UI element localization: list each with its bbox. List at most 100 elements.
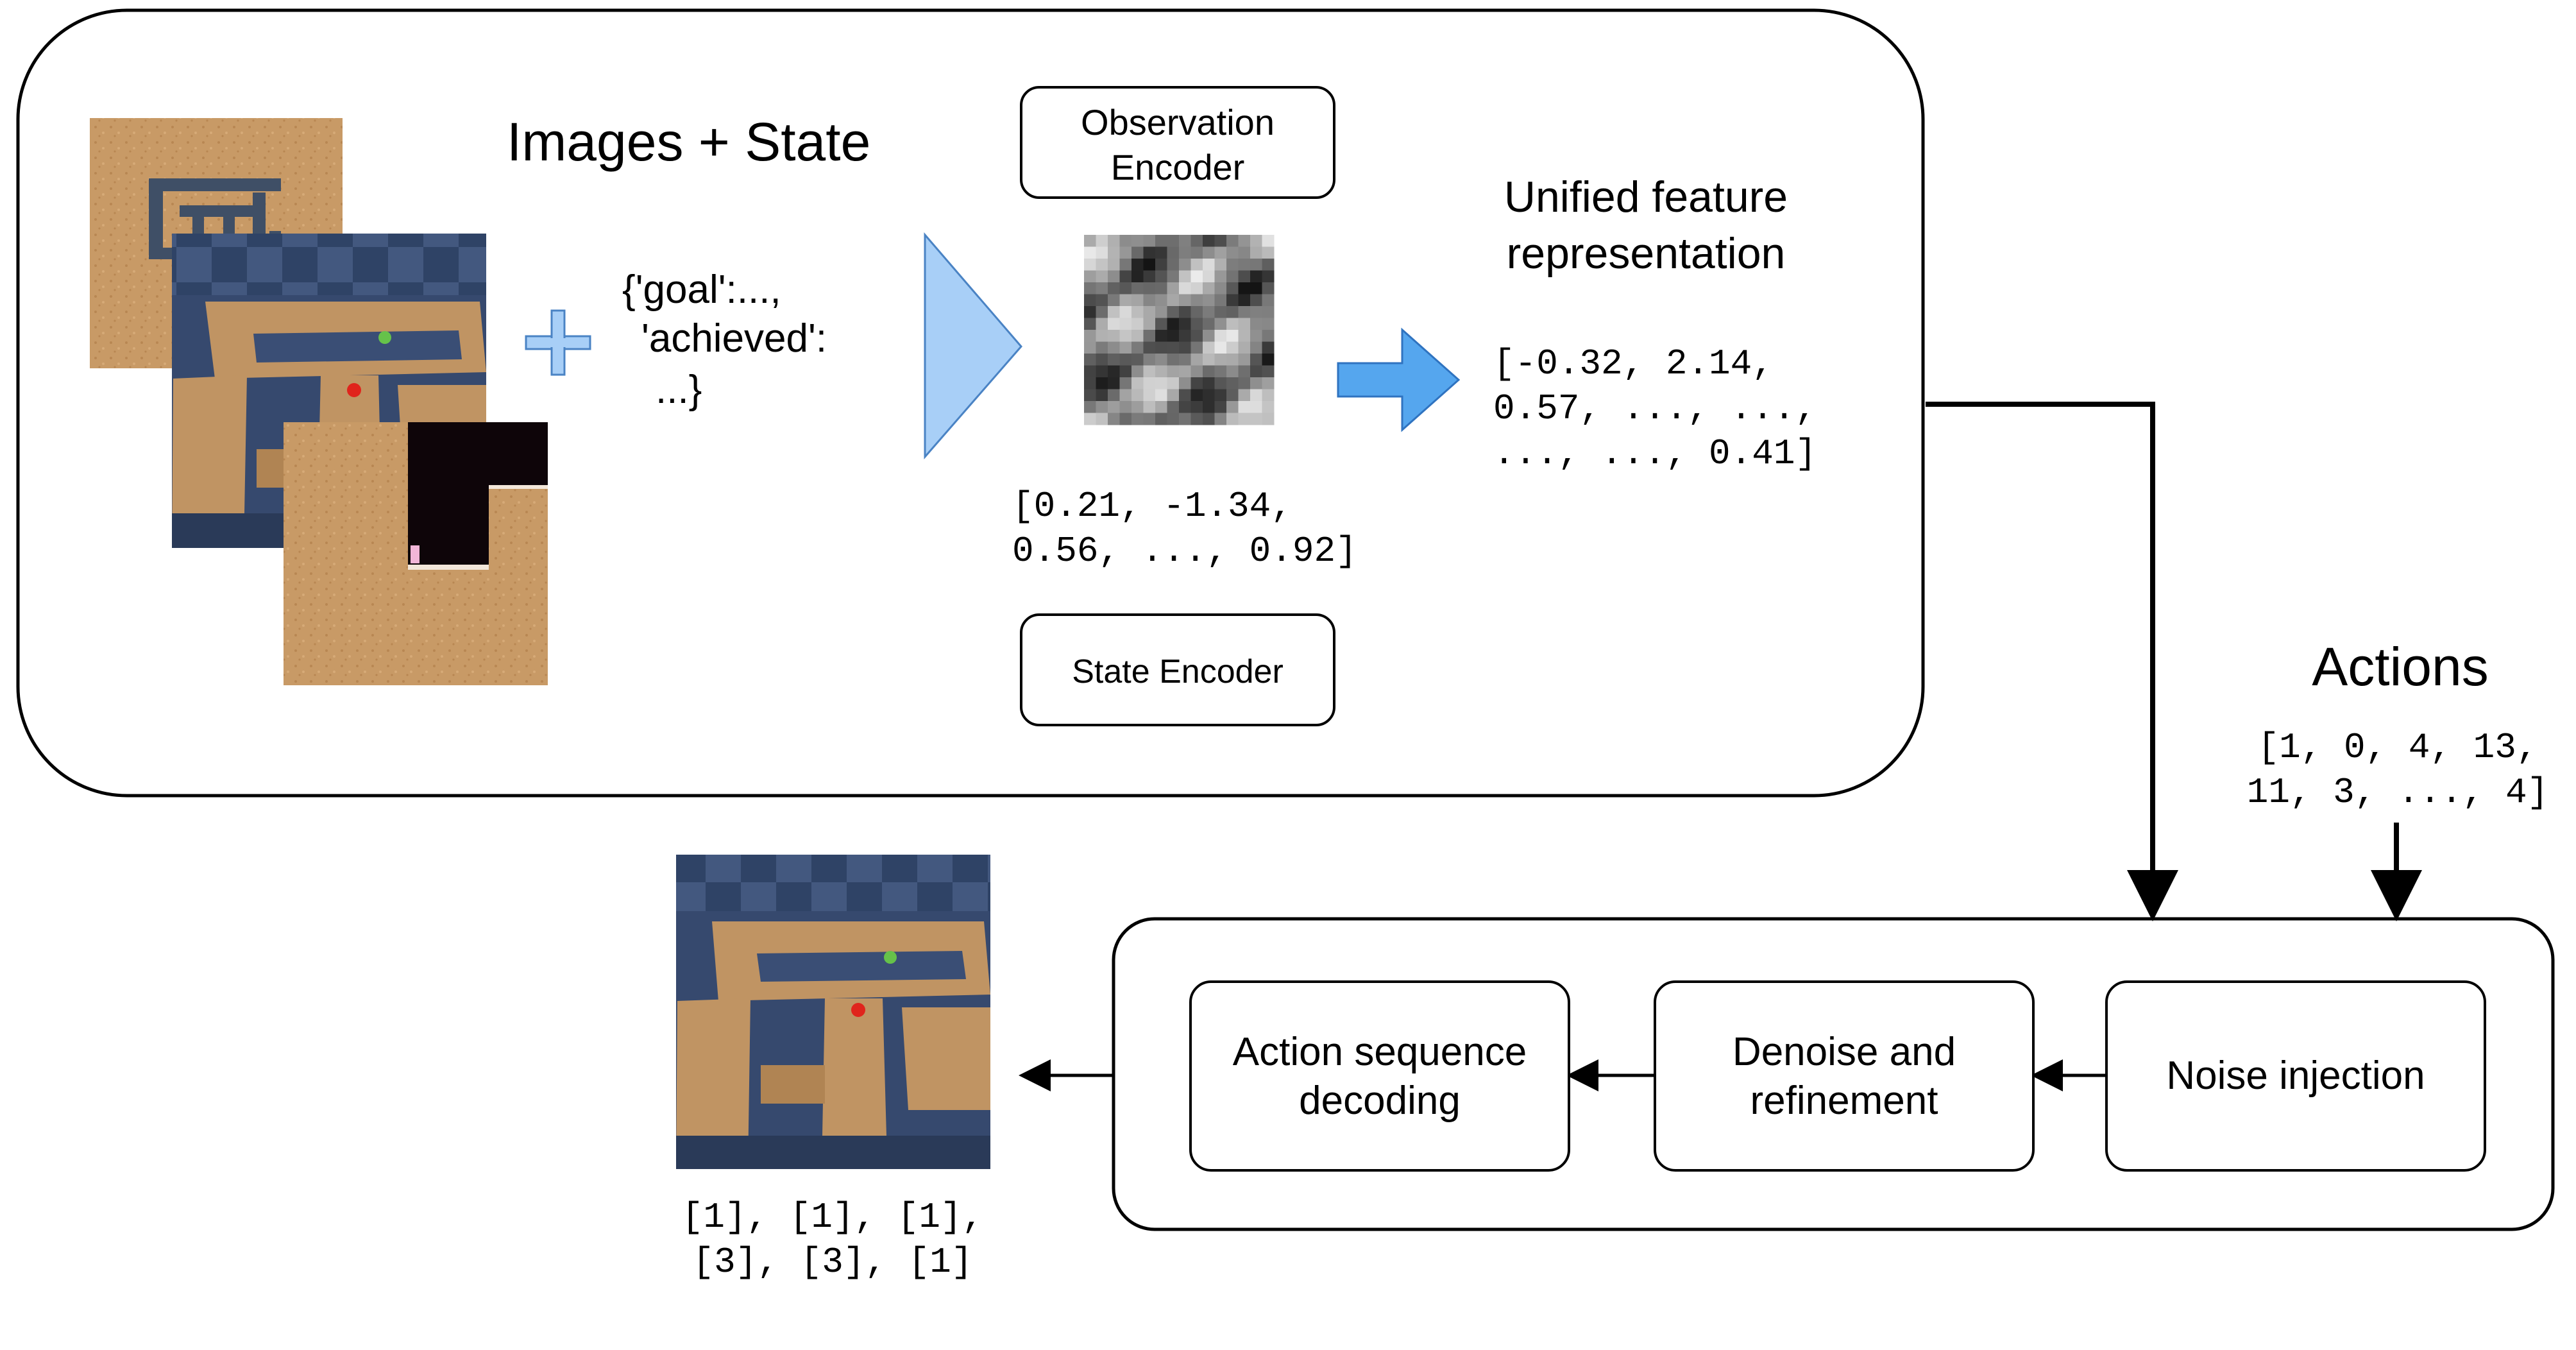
feature-map-pixel: [1096, 246, 1108, 259]
feature-map-pixel: [1096, 270, 1108, 283]
feature-map-pixel: [1238, 354, 1251, 366]
feature-map-pixel: [1238, 341, 1251, 354]
unified-vector-line-2: 0.57, ..., ...,: [1493, 388, 1817, 429]
feature-map-pixel: [1143, 365, 1156, 378]
actions-title: Actions: [2312, 637, 2488, 697]
blue-arrow-icon: [1337, 327, 1461, 432]
feature-map-pixel: [1191, 259, 1203, 271]
feature-map-pixel: [1238, 294, 1251, 307]
feature-map-pixel: [1155, 259, 1167, 271]
feature-map-pixel: [1262, 377, 1275, 389]
feature-map-pixel: [1179, 354, 1191, 366]
feature-map-pixel: [1108, 306, 1120, 318]
feature-map-pixel: [1108, 401, 1120, 413]
feature-map-pixel: [1167, 282, 1180, 295]
feature-map-pixel: [1191, 294, 1203, 307]
feature-map-pixel: [1214, 270, 1227, 283]
feature-map-pixel: [1214, 294, 1227, 307]
encoder-to-pipeline-arrow: [1926, 402, 2178, 921]
feature-map-pixel: [1131, 306, 1144, 318]
state-dict-line-2: 'achieved':: [641, 316, 827, 361]
feature-map-pixel: [1119, 354, 1132, 366]
feature-map-pixel: [1108, 341, 1120, 354]
feature-map-pixel: [1167, 270, 1180, 283]
feature-map-pixel: [1226, 246, 1239, 259]
feature-map-pixel: [1131, 341, 1144, 354]
feature-map-pixel: [1226, 306, 1239, 318]
observation-encoder-line-2: Encoder: [1111, 147, 1245, 187]
feature-map-pixel: [1167, 235, 1180, 247]
feature-map-pixel: [1203, 341, 1215, 354]
feature-map-pixel: [1131, 413, 1144, 425]
feature-map-pixel: [1238, 365, 1251, 378]
feature-map-pixel: [1167, 401, 1180, 413]
feature-map-pixel: [1179, 270, 1191, 283]
feature-map-pixel: [1262, 259, 1275, 271]
feature-map-pixel: [1262, 354, 1275, 366]
denoise-line-1: Denoise and: [1733, 1030, 1956, 1074]
plus-icon: [525, 309, 591, 376]
denoise-line-2: refinement: [1750, 1079, 1938, 1123]
feature-map-pixel: [1191, 401, 1203, 413]
unified-title-line-2: representation: [1507, 229, 1786, 278]
feature-map-pixel: [1179, 294, 1191, 307]
feature-map-pixel: [1167, 389, 1180, 402]
feature-map-pixel: [1108, 259, 1120, 271]
feature-map-pixel: [1226, 389, 1239, 402]
feature-map-pixel: [1238, 401, 1251, 413]
feature-map-pixel: [1119, 306, 1132, 318]
feature-map-pixel: [1108, 294, 1120, 307]
feature-map-pixel: [1155, 354, 1167, 366]
feature-map-pixel: [1096, 377, 1108, 389]
feature-map-pixel: [1167, 246, 1180, 259]
feature-map-pixel: [1119, 341, 1132, 354]
feature-map-pixel: [1179, 413, 1191, 425]
feature-map-pixel: [1084, 270, 1096, 283]
feature-map-pixel: [1119, 270, 1132, 283]
feature-map-pixel: [1226, 270, 1239, 283]
feature-map-pixel: [1214, 306, 1227, 318]
feature-map-pixel: [1226, 413, 1239, 425]
output-vector-line-2: [3], [3], [1]: [693, 1242, 973, 1283]
feature-map-pixel: [1203, 318, 1215, 330]
feature-map-pixel: [1226, 377, 1239, 389]
feature-map-pixel: [1096, 294, 1108, 307]
feature-map-pixel: [1096, 341, 1108, 354]
feature-map-pixel: [1084, 401, 1096, 413]
image-vector-line-1: [0.21, -1.34,: [1012, 486, 1292, 527]
feature-map-pixel: [1191, 377, 1203, 389]
images-state-title: Images + State: [507, 112, 870, 172]
decode-box: [1189, 980, 1570, 1172]
feature-map-pixel: [1250, 235, 1262, 247]
feature-map-pixel: [1226, 354, 1239, 366]
output-maze-image: [676, 855, 990, 1169]
feature-map-pixel: [1250, 413, 1262, 425]
feature-map-pixel: [1084, 354, 1096, 366]
feature-map-pixel: [1250, 365, 1262, 378]
feature-map-pixel: [1084, 306, 1096, 318]
feature-map-pixel: [1262, 318, 1275, 330]
feature-map-pixel: [1238, 235, 1251, 247]
feature-map-pixel: [1096, 318, 1108, 330]
unified-vector-line-3: ..., ..., 0.41]: [1493, 433, 1817, 474]
feature-map-pixel: [1203, 354, 1215, 366]
feature-map-pixel: [1226, 318, 1239, 330]
feature-map-pixel: [1226, 294, 1239, 307]
feature-map-pixel: [1262, 413, 1275, 425]
feature-map-pixel: [1262, 235, 1275, 247]
noise-injection-label: Noise injection: [2166, 1054, 2425, 1098]
feature-map-pixel: [1191, 365, 1203, 378]
feature-map-pixel: [1179, 246, 1191, 259]
feature-map-pixel: [1167, 354, 1180, 366]
feature-map-pixel: [1262, 389, 1275, 402]
feature-map-pixel: [1203, 377, 1215, 389]
feature-map-pixel: [1143, 270, 1156, 283]
feature-map-pixel: [1131, 377, 1144, 389]
feature-map-pixel: [1214, 282, 1227, 295]
feature-map-pixel: [1250, 306, 1262, 318]
feature-map-pixel: [1155, 377, 1167, 389]
feature-map-pixel: [1203, 270, 1215, 283]
feature-map-pixel: [1250, 246, 1262, 259]
feature-map-pixel: [1108, 246, 1120, 259]
feature-map-pixel: [1131, 389, 1144, 402]
